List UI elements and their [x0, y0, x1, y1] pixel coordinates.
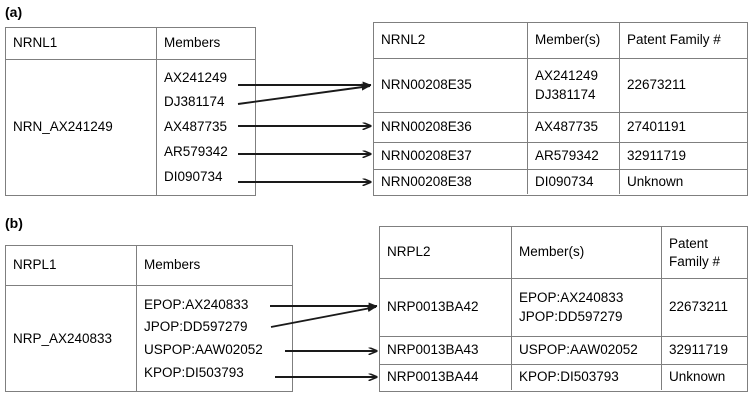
cluster-id: NRP0013BA42 [387, 299, 479, 315]
table-nrpl2: NRPL2 Member(s) Patent Family # NRP0013B… [379, 226, 748, 392]
cluster-id: NRN00208E35 [381, 77, 472, 93]
table-row: NRN00208E38 DI090734 Unknown [374, 169, 747, 194]
table-row: NRN_AX241249 AX241249 DJ381174 AX487735 … [6, 59, 255, 195]
member-item: AX241249 [535, 68, 599, 84]
panel-label-a: (a) [5, 4, 23, 20]
member-item: EPOP:AX240833 [144, 296, 249, 312]
patent-family-number: 32911719 [661, 337, 746, 364]
column-header-patent-family-line1: Patent [669, 235, 709, 251]
column-header-nrpl1: NRPL1 [13, 257, 57, 273]
column-header-patent-family: Patent Family # [619, 23, 746, 58]
panel-label-b: (b) [5, 215, 23, 231]
member-item: DI090734 [164, 168, 223, 184]
member-item: DJ381174 [535, 86, 596, 102]
patent-family-number: Unknown [619, 170, 746, 194]
members-list: KPOP:DI503793 [511, 365, 661, 390]
table-nrnl2: NRNL2 Member(s) Patent Family # NRN00208… [373, 22, 748, 196]
members-list: AX241249 DJ381174 [527, 59, 619, 112]
member-mapping-arrow [237, 83, 371, 105]
members-list: EPOP:AX240833 JPOP:DD597279 [511, 279, 661, 336]
table-row: NRN00208E37 AR579342 32911719 [374, 142, 747, 169]
member-item: EPOP:AX240833 [519, 290, 624, 306]
table-row: NRN00208E36 AX487735 27401191 [374, 112, 747, 142]
member-item: AR579342 [164, 143, 228, 159]
table-row: NRN00208E35 AX241249 DJ381174 22673211 [374, 58, 747, 112]
column-header-patent-family-line2: Family # [669, 253, 721, 269]
column-header-nrnl2: NRNL2 [381, 32, 426, 48]
table-row: NRP0013BA42 EPOP:AX240833 JPOP:DD597279 … [380, 278, 747, 336]
column-header-members: Member(s) [511, 227, 661, 278]
cluster-id: NRP0013BA44 [387, 369, 479, 385]
patent-family-number: 22673211 [661, 279, 746, 336]
members-list: USPOP:AAW02052 [511, 337, 661, 364]
table-row: NRP0013BA44 KPOP:DI503793 Unknown [380, 364, 747, 390]
cluster-id: NRP0013BA43 [387, 342, 479, 358]
patent-family-number: 27401191 [619, 113, 746, 142]
cluster-id: NRN00208E36 [381, 119, 472, 135]
column-header-patent-family: Patent Family # [661, 227, 746, 278]
patent-family-number: 32911719 [619, 143, 746, 169]
cluster-id-nrp-ax240833: NRP_AX240833 [13, 330, 113, 346]
cluster-id: NRN00208E37 [381, 147, 472, 163]
column-header-members: Member(s) [527, 23, 619, 58]
patent-family-number: Unknown [661, 365, 746, 390]
column-header-members: Members [156, 28, 255, 59]
member-item: JPOP:DD597279 [144, 319, 248, 335]
member-item: AX241249 [164, 69, 228, 85]
table-row: NRP_AX240833 EPOP:AX240833 JPOP:DD597279… [6, 285, 292, 392]
members-list: AR579342 [527, 143, 619, 169]
members-list: DI090734 [527, 170, 619, 194]
table-header-row: NRPL1 Members [6, 246, 292, 285]
member-item: DJ381174 [164, 94, 225, 110]
table-row: NRP0013BA43 USPOP:AAW02052 32911719 [380, 336, 747, 364]
members-list: AX487735 [527, 113, 619, 142]
cluster-id: NRN00208E38 [381, 173, 472, 189]
table-header-row: NRNL1 Members [6, 28, 255, 59]
column-header-members: Members [136, 246, 292, 285]
members-list: AX241249 DJ381174 AX487735 AR579342 DI09… [156, 60, 255, 195]
member-item: JPOP:DD597279 [519, 308, 623, 324]
patent-family-number: 22673211 [619, 59, 746, 112]
table-header-row: NRPL2 Member(s) Patent Family # [380, 227, 747, 278]
table-nrnl1: NRNL1 Members NRN_AX241249 AX241249 DJ38… [5, 27, 256, 196]
cluster-id-nrn-ax241249: NRN_AX241249 [13, 119, 113, 135]
member-item: USPOP:AAW02052 [144, 341, 263, 357]
members-list: EPOP:AX240833 JPOP:DD597279 USPOP:AAW020… [136, 286, 292, 392]
member-item: KPOP:DI503793 [144, 364, 244, 380]
table-header-row: NRNL2 Member(s) Patent Family # [374, 23, 747, 58]
column-header-nrpl2: NRPL2 [387, 244, 431, 260]
table-nrpl1: NRPL1 Members NRP_AX240833 EPOP:AX240833… [5, 245, 293, 392]
member-item: AX487735 [164, 119, 228, 135]
column-header-nrnl1: NRNL1 [13, 35, 58, 51]
